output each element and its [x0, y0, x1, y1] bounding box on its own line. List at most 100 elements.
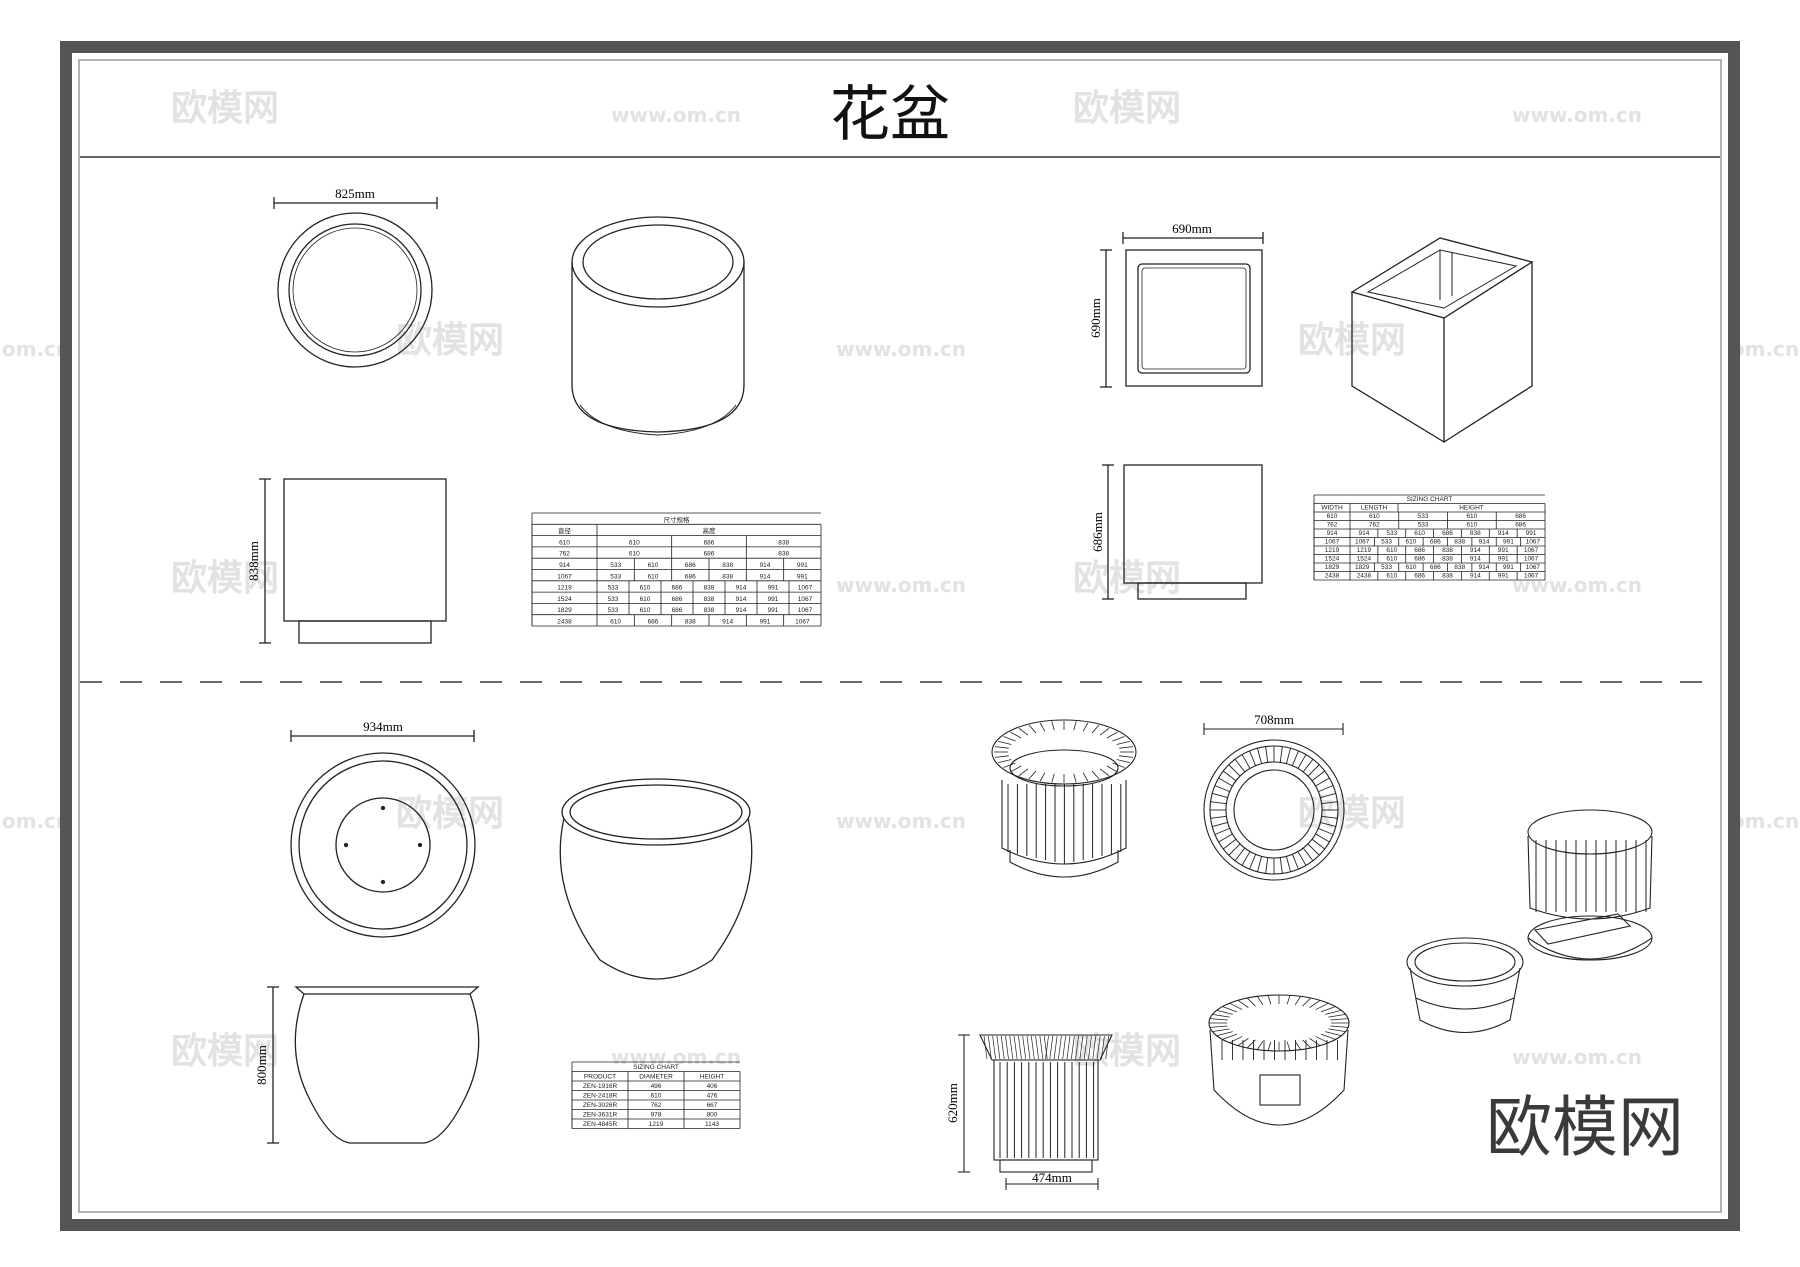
slat	[1330, 1025, 1349, 1028]
table-cell: 686	[1414, 556, 1425, 563]
table-cell: 914	[1470, 547, 1481, 554]
slat	[1003, 762, 1016, 768]
table-cell: 1067	[1524, 573, 1539, 580]
table-cell: 1067	[795, 619, 810, 626]
table-cell: 1067	[1526, 539, 1541, 546]
table-cell: 914	[760, 562, 771, 569]
slat	[1234, 847, 1246, 862]
table-cell: 762	[651, 1102, 662, 1109]
slat	[1257, 856, 1263, 872]
table-cell: 838	[1442, 547, 1453, 554]
table-cell: 914	[722, 619, 733, 626]
slat	[1302, 997, 1312, 1007]
table-cell: 838	[1442, 573, 1453, 580]
table-cell: 533	[608, 596, 619, 603]
elevation-flare	[979, 1034, 1113, 1061]
slat	[1051, 721, 1055, 731]
table-cell: 1067	[1524, 547, 1539, 554]
round-planter-group	[259, 197, 745, 644]
jar-planter-group	[267, 730, 753, 1144]
watermark-url: www.om.cn	[836, 337, 966, 361]
slat	[1116, 741, 1130, 745]
table-cell: 1524	[557, 596, 572, 603]
watermark-url: om.cn	[1731, 809, 1799, 833]
plan-rim-circle	[292, 227, 418, 353]
table-cell: 667	[707, 1102, 718, 1109]
iso-top-inner	[1366, 249, 1518, 309]
drain-hole	[380, 879, 386, 885]
slat	[1210, 815, 1227, 819]
slat	[1291, 750, 1299, 766]
slat	[1246, 997, 1256, 1007]
slat	[1018, 727, 1029, 736]
slat	[1309, 1038, 1321, 1046]
elevation-base	[298, 620, 432, 644]
iso-jar-body	[559, 817, 753, 980]
slat	[1075, 1035, 1079, 1060]
dimension-label: 620mm	[945, 1083, 960, 1123]
table-cell: 914	[559, 562, 570, 569]
slat	[1210, 801, 1227, 805]
iso-rim-outer	[571, 216, 745, 308]
table-cell: SIZING CHART	[633, 1064, 679, 1071]
plan-outer-square	[1125, 249, 1263, 387]
slat	[1311, 770, 1326, 782]
dimension-label: 825mm	[335, 186, 375, 201]
watermark-url: om.cn	[2, 809, 70, 833]
dimension-label: 800mm	[254, 1045, 269, 1085]
table-cell: 686	[704, 551, 715, 558]
elevation-slats	[983, 1035, 1110, 1158]
table-cell: 尺寸规格	[664, 515, 691, 524]
slat	[1062, 1035, 1067, 1060]
table-cell: 991	[768, 596, 779, 603]
thick-frame	[60, 41, 1740, 1231]
slat	[998, 741, 1012, 745]
bottom-iso-grate-plate	[1259, 1074, 1301, 1106]
table-cell: 1067	[1524, 556, 1539, 563]
table-cell: 914	[1498, 530, 1509, 537]
watermark-url: www.om.cn	[611, 103, 741, 127]
slat	[1053, 1035, 1058, 1060]
table-cell: 686	[648, 619, 659, 626]
slat	[1082, 772, 1089, 782]
slat	[1267, 995, 1272, 1005]
table-cell: 686	[672, 607, 683, 614]
slat	[1091, 724, 1100, 734]
table-cell: 1067	[1526, 564, 1541, 571]
plan-outer-circle	[290, 752, 476, 938]
slat	[1257, 996, 1264, 1006]
slat	[1013, 1035, 1018, 1060]
slat	[1249, 854, 1257, 870]
table-cell: 1524	[1357, 556, 1372, 563]
slat	[1028, 770, 1037, 780]
drain-hole	[343, 842, 349, 848]
table-cell: 496	[651, 1083, 662, 1090]
table-cell: 1067	[798, 585, 813, 592]
table-cell: 914	[760, 573, 771, 580]
liner-band	[1415, 997, 1515, 1010]
table-cell: 610	[1466, 522, 1477, 529]
table-cell: 610	[1466, 513, 1477, 520]
plan-opening	[1233, 769, 1315, 851]
slat	[1214, 785, 1230, 793]
slat	[1307, 764, 1320, 777]
table-cell: 2438	[1325, 573, 1340, 580]
slat	[1328, 1028, 1346, 1033]
slat	[1241, 851, 1251, 866]
table-cell: 686	[1430, 539, 1441, 546]
table-cell: 610	[1386, 556, 1397, 563]
table-cell: 838	[704, 607, 715, 614]
slat	[1228, 764, 1241, 777]
table-cell: 991	[797, 562, 808, 569]
table-cell: 610	[648, 562, 659, 569]
watermark-url: om.cn	[2, 337, 70, 361]
table-cell: ZEN-3631R	[583, 1112, 618, 1119]
table-cell: 610	[1414, 530, 1425, 537]
table-cell: 991	[1503, 564, 1514, 571]
exploded-top-ring	[1527, 809, 1653, 855]
slat	[1218, 833, 1233, 843]
plan-base-circle	[335, 797, 431, 893]
table-cell: 914	[736, 585, 747, 592]
plan-rim-circle	[298, 760, 468, 930]
table-cell: HEIGHT	[700, 1074, 725, 1081]
